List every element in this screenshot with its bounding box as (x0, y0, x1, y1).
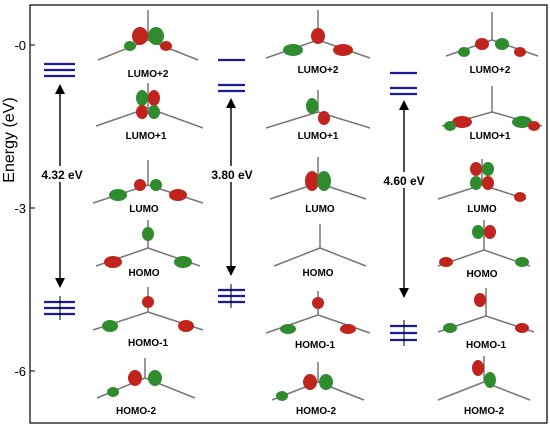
orbital-label: LUMO (305, 204, 335, 215)
column-1-orbitals: LUMO+2 LUMO+1 LUMO HOMO HOMO-1 (92, 10, 204, 417)
orbital-thumbnail (273, 224, 367, 267)
orbital-thumbnail (441, 86, 543, 131)
orbital-label: HOMO-1 (295, 340, 335, 351)
orbital-thumbnail (92, 160, 204, 204)
column-2-levels (218, 58, 245, 308)
gap-label-col1: 4.32 eV (41, 168, 82, 182)
column-1-gap-arrow (38, 84, 84, 288)
orbital-label: LUMO (129, 204, 159, 215)
orbital-label: LUMO+1 (126, 131, 167, 142)
orbital-thumbnail (97, 10, 199, 61)
orbital-thumbnail (265, 10, 371, 59)
orbital-label: HOMO (302, 268, 333, 279)
orbital-thumbnail (271, 362, 365, 401)
orbital-label: HOMO-1 (128, 338, 168, 349)
y-ticks: -0 -3 -6 (14, 38, 35, 379)
orbital-thumbnail (265, 291, 371, 334)
column-3-orbitals: LUMO+2 LUMO+1 LUMO HOMO HOMO-1 (437, 12, 543, 417)
orbital-label: HOMO-1 (466, 340, 506, 351)
orbital-thumbnail (269, 157, 367, 200)
orbital-label: LUMO+2 (298, 65, 339, 76)
orbital-label: LUMO+1 (470, 131, 511, 142)
orbital-thumbnail (445, 12, 539, 57)
orbital-label: HOMO-2 (296, 406, 336, 417)
orbital-thumbnail (437, 220, 531, 267)
column-2-orbitals: LUMO+2 LUMO+1 LUMO HOMO HOMO-1 HOMO-2 (265, 10, 371, 417)
orbital-thumbnail (95, 83, 204, 129)
plot-frame (29, 4, 548, 424)
orbital-label: HOMO-2 (116, 406, 156, 417)
orbital-thumbnail (437, 356, 531, 401)
gap-label-col2: 3.80 eV (211, 168, 252, 182)
y-tick-0: -0 (14, 38, 26, 53)
y-axis-label: Energy (eV) (1, 97, 18, 182)
orbital-thumbnail (437, 159, 527, 202)
column-1-levels (44, 62, 75, 320)
orbital-thumbnail (96, 358, 196, 399)
orbital-label: HOMO (128, 268, 159, 279)
orbital-label: LUMO+2 (128, 69, 169, 80)
gap-label-col3: 4.60 eV (383, 174, 424, 188)
orbital-label: LUMO+1 (298, 131, 339, 142)
orbital-thumbnail (92, 287, 204, 332)
column-2-gap-arrow (208, 98, 254, 276)
y-tick-6: -6 (14, 364, 26, 379)
y-tick-3: -3 (14, 201, 26, 216)
orbital-label: HOMO-2 (464, 406, 504, 417)
orbital-thumbnail (95, 220, 201, 268)
orbital-label: HOMO (466, 269, 497, 280)
orbital-thumbnail (437, 288, 535, 333)
orbital-label: LUMO (467, 204, 497, 215)
column-3-gap-arrow (381, 100, 427, 298)
orbital-thumbnail (265, 90, 371, 129)
orbital-label: LUMO+2 (470, 65, 511, 76)
column-3-levels (390, 71, 417, 346)
